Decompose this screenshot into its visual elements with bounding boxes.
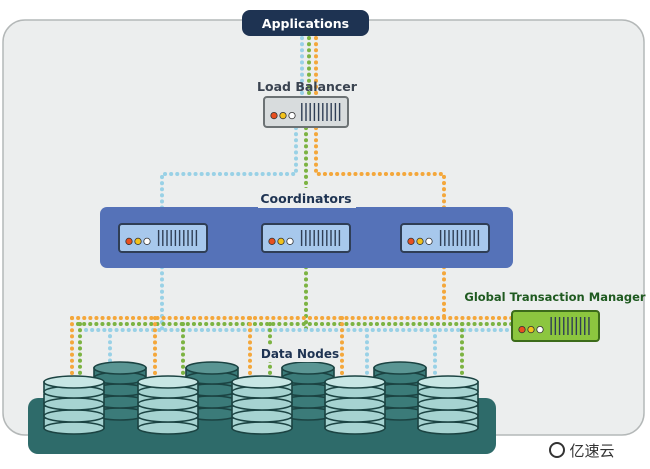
load-balancer-server: [263, 96, 349, 128]
db-front-5-top: [417, 375, 479, 389]
lb-server-box-led-0: [270, 112, 278, 120]
gtm-server-box-led-2: [536, 325, 544, 334]
coordinator-3: [400, 223, 490, 253]
coordinator-2-led-0: [268, 237, 276, 245]
gtm-server-box: [511, 310, 600, 342]
coordinator-1-led-1: [134, 237, 142, 245]
db-front-1-disk-edge-3: [43, 421, 105, 435]
db-front-1-disk-edge-1: [43, 397, 105, 411]
db-front-4-top: [324, 375, 386, 389]
gtm-label: Global Transaction Manager: [464, 290, 646, 304]
coordinator-2-led-2: [286, 237, 294, 245]
applications-label: Applications: [262, 16, 349, 31]
db-back-1-top: [93, 361, 147, 375]
db-front-3-top: [231, 375, 293, 389]
db-front-3-disk-edge-2: [231, 409, 293, 423]
data-nodes-label: Data Nodes: [261, 347, 339, 361]
db-front-1: [43, 375, 105, 435]
lb-server-box-led-1: [279, 112, 287, 120]
db-front-4: [324, 375, 386, 435]
coordinators-label: Coordinators: [260, 191, 351, 206]
coordinator-1-led-0: [125, 237, 133, 245]
db-front-2-disk-edge-3: [137, 421, 199, 435]
gtm-server: [511, 310, 600, 342]
db-front-4-disk-edge-3: [324, 421, 386, 435]
coordinator-3-led-1: [416, 237, 424, 245]
gtm-server-box-led-1: [527, 325, 535, 334]
watermark-text: 亿速云: [569, 442, 614, 460]
line-lb-coord3: [314, 126, 446, 227]
coordinators-label-bg: [258, 188, 356, 208]
db-front-3-disk-edge-3: [231, 421, 293, 435]
db-front-5-disk-edge-2: [417, 409, 479, 423]
gtm-server-box-led-0: [518, 325, 526, 334]
db-front-2-top: [137, 375, 199, 389]
data-nodes-databases: [43, 361, 479, 435]
db-front-3-disk-edge-1: [231, 397, 293, 411]
load-balancer-label: Load Balancer: [257, 79, 358, 94]
db-front-2-disk-edge-2: [137, 409, 199, 423]
db-front-2: [137, 375, 199, 435]
db-front-3: [231, 375, 293, 435]
line-lb-coord1: [160, 126, 298, 227]
db-back-2-top: [185, 361, 239, 375]
coordinator-1-led-2: [143, 237, 151, 245]
coordinator-1: [118, 223, 208, 253]
applications-node: Applications: [242, 10, 369, 36]
coordinator-2-led-1: [277, 237, 285, 245]
db-front-5: [417, 375, 479, 435]
db-back-3-top: [281, 361, 335, 375]
db-front-1-disk-edge-2: [43, 409, 105, 423]
lb-server-box-led-2: [288, 112, 296, 120]
db-front-4-disk-edge-1: [324, 397, 386, 411]
db-front-5-disk-edge-3: [417, 421, 479, 435]
db-front-5-disk-edge-1: [417, 397, 479, 411]
data-nodes-label-bg: [262, 345, 337, 362]
lb-server-box: [263, 96, 349, 128]
coordinator-servers: [118, 223, 490, 253]
watermark-logo: 亿速云: [538, 436, 648, 464]
coordinator-3-led-0: [407, 237, 415, 245]
db-back-1: [93, 361, 147, 421]
coordinator-3-led-2: [425, 237, 433, 245]
db-front-4-disk-edge-2: [324, 409, 386, 423]
db-back-4-top: [373, 361, 427, 375]
db-back-3: [281, 361, 335, 421]
watermark-logo-icon: [549, 442, 565, 458]
coordinator-2: [261, 223, 351, 253]
db-front-2-disk-edge-1: [137, 397, 199, 411]
db-front-1-top: [43, 375, 105, 389]
